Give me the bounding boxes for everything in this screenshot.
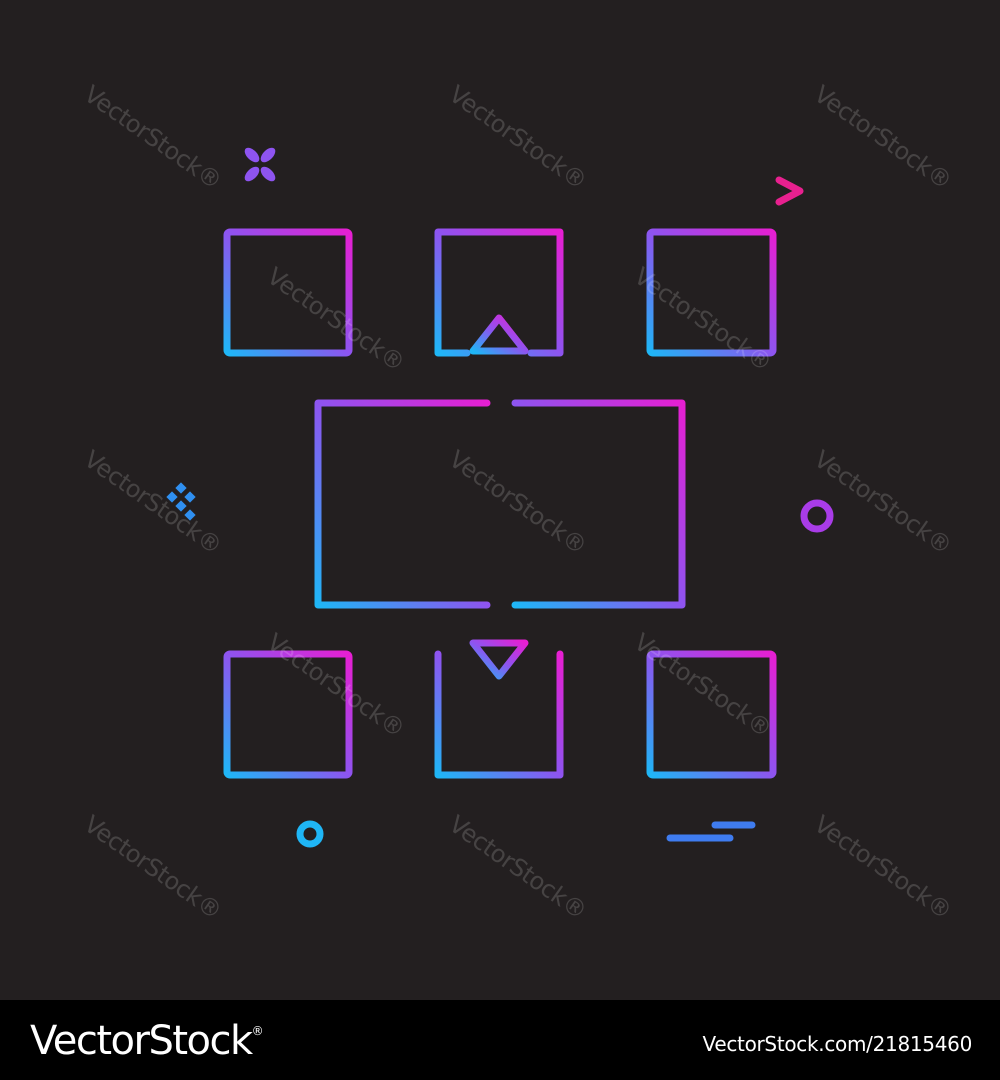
center-box-left-half [314,399,491,609]
down-arrow-head [469,639,529,680]
footer-bar: VectorStock® VectorStock.com/21815460 [0,1000,1000,1080]
dot-ring-icon [296,820,324,848]
pixel-cluster-icon [166,482,196,521]
brand-logo: VectorStock® [30,1018,264,1064]
sparkle-icon [244,147,276,182]
top-center-box [434,228,564,357]
bottom-center-box [434,650,564,779]
chevron-right-icon [775,176,804,206]
image-credit: VectorStock.com/21815460 [702,1032,973,1056]
flowchart-icon [166,147,834,848]
center-box-right-half [511,399,686,609]
ring-icon [800,499,834,533]
dash-lines-icon [666,821,756,842]
artwork-area: VectorStock® VectorStock® VectorStock® V… [0,0,1000,1000]
up-arrow-head [469,314,529,355]
